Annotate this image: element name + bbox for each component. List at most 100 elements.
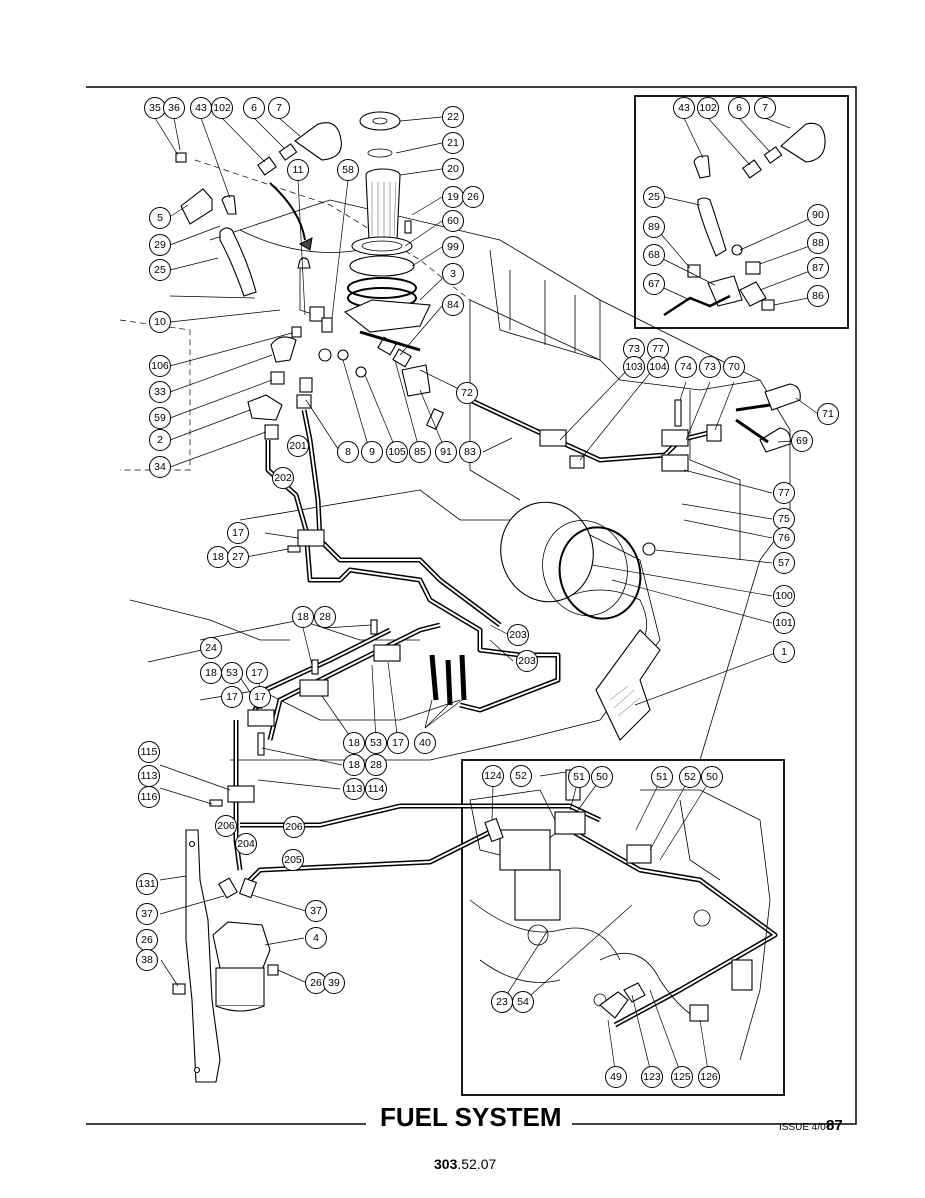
callout-124: 124 <box>482 765 504 787</box>
callout-7: 7 <box>268 97 290 119</box>
callout-label: 5 <box>157 212 163 224</box>
callout-circle <box>361 441 383 463</box>
callout-label: 202 <box>274 472 292 484</box>
callout-105: 105 <box>386 441 408 463</box>
access-cover <box>500 501 656 620</box>
callout-circle <box>343 778 365 800</box>
callout-label: 7 <box>276 102 282 114</box>
callout-43: 43 <box>673 97 695 119</box>
callout-label: 29 <box>154 239 166 251</box>
callout-label: 50 <box>596 771 608 783</box>
callout-circle <box>456 382 478 404</box>
callout-88: 88 <box>807 232 829 254</box>
callout-circle <box>365 732 387 754</box>
callout-104: 104 <box>647 356 669 378</box>
callout-circle <box>641 1066 663 1088</box>
callout-label: 37 <box>141 908 153 920</box>
callout-131: 131 <box>136 873 158 895</box>
callout-113: 113 <box>138 765 160 787</box>
leader-lines <box>147 116 819 1078</box>
callout-circle <box>697 97 719 119</box>
callout-label: 73 <box>704 361 716 373</box>
callout-36: 36 <box>163 97 185 119</box>
callout-label: 43 <box>195 102 207 114</box>
callout-label: 100 <box>775 590 793 602</box>
callout-circle <box>149 429 171 451</box>
callout-circle <box>235 833 257 855</box>
callout-label: 105 <box>388 446 406 458</box>
callout-circle <box>773 585 795 607</box>
callout-74: 74 <box>675 356 697 378</box>
callout-label: 103 <box>625 361 643 373</box>
callout-label: 2 <box>157 434 163 446</box>
callout-75: 75 <box>773 508 795 530</box>
callout-19: 19 <box>442 186 464 208</box>
callout-label: 36 <box>168 102 180 114</box>
callout-40: 40 <box>414 732 436 754</box>
callout-circle <box>409 441 431 463</box>
callout-label: 54 <box>517 996 529 1008</box>
callout-206: 206 <box>215 815 237 837</box>
outer-frame <box>86 86 857 1125</box>
callout-28: 28 <box>314 606 336 628</box>
callout-circle <box>343 754 365 776</box>
callout-circle <box>246 662 268 684</box>
callout-201: 201 <box>287 435 309 457</box>
callout-circle <box>462 186 484 208</box>
callout-circle <box>221 686 243 708</box>
callout-3: 3 <box>442 263 464 285</box>
callout-72: 72 <box>456 382 478 404</box>
callout-label: 114 <box>368 783 385 795</box>
callout-label: 70 <box>728 361 740 373</box>
callout-label: 17 <box>226 691 238 703</box>
callout-label: 125 <box>673 1071 691 1083</box>
callout-label: 17 <box>392 737 404 749</box>
callout-label: 26 <box>141 934 153 946</box>
callout-label: 6 <box>736 102 742 114</box>
callout-circle <box>136 873 158 895</box>
callout-49: 49 <box>605 1066 627 1088</box>
callout-circle <box>365 754 387 776</box>
callout-circle <box>149 355 171 377</box>
callout-circle <box>507 624 529 646</box>
callout-circle <box>643 216 665 238</box>
callout-label: 52 <box>515 770 527 782</box>
callout-60: 60 <box>442 210 464 232</box>
callout-label: 19 <box>447 191 459 203</box>
callout-84: 84 <box>442 294 464 316</box>
callout-label: 116 <box>141 791 158 803</box>
callout-label: 73 <box>628 343 640 355</box>
callout-label: 59 <box>154 412 166 424</box>
fuel-filter-pump <box>172 877 279 1012</box>
callout-label: 115 <box>141 746 158 758</box>
callout-label: 50 <box>706 771 718 783</box>
callout-204: 204 <box>235 833 257 855</box>
callout-23: 23 <box>491 991 513 1013</box>
callout-17: 17 <box>249 686 271 708</box>
callout-circle <box>292 606 314 628</box>
callout-circle <box>149 311 171 333</box>
callout-circle <box>136 949 158 971</box>
callout-54: 54 <box>512 991 534 1013</box>
callout-circle <box>149 234 171 256</box>
callout-label: 206 <box>217 820 235 832</box>
callout-83: 83 <box>459 441 481 463</box>
callout-label: 53 <box>370 737 382 749</box>
callout-label: 8 <box>345 446 351 458</box>
callout-10: 10 <box>149 311 171 333</box>
callout-label: 7 <box>762 102 768 114</box>
callout-label: 17 <box>251 667 263 679</box>
callout-68: 68 <box>643 244 665 266</box>
callout-102: 102 <box>697 97 719 119</box>
callout-57: 57 <box>773 552 795 574</box>
callout-label: 49 <box>610 1071 622 1083</box>
callout-circle <box>287 159 309 181</box>
callout-4: 4 <box>305 927 327 949</box>
callout-label: 51 <box>573 771 585 783</box>
callout-86: 86 <box>807 285 829 307</box>
callout-circle <box>773 612 795 634</box>
callout-circle <box>516 650 538 672</box>
callout-label: 83 <box>464 446 476 458</box>
callout-label: 106 <box>151 360 169 372</box>
callout-circle <box>671 1066 693 1088</box>
